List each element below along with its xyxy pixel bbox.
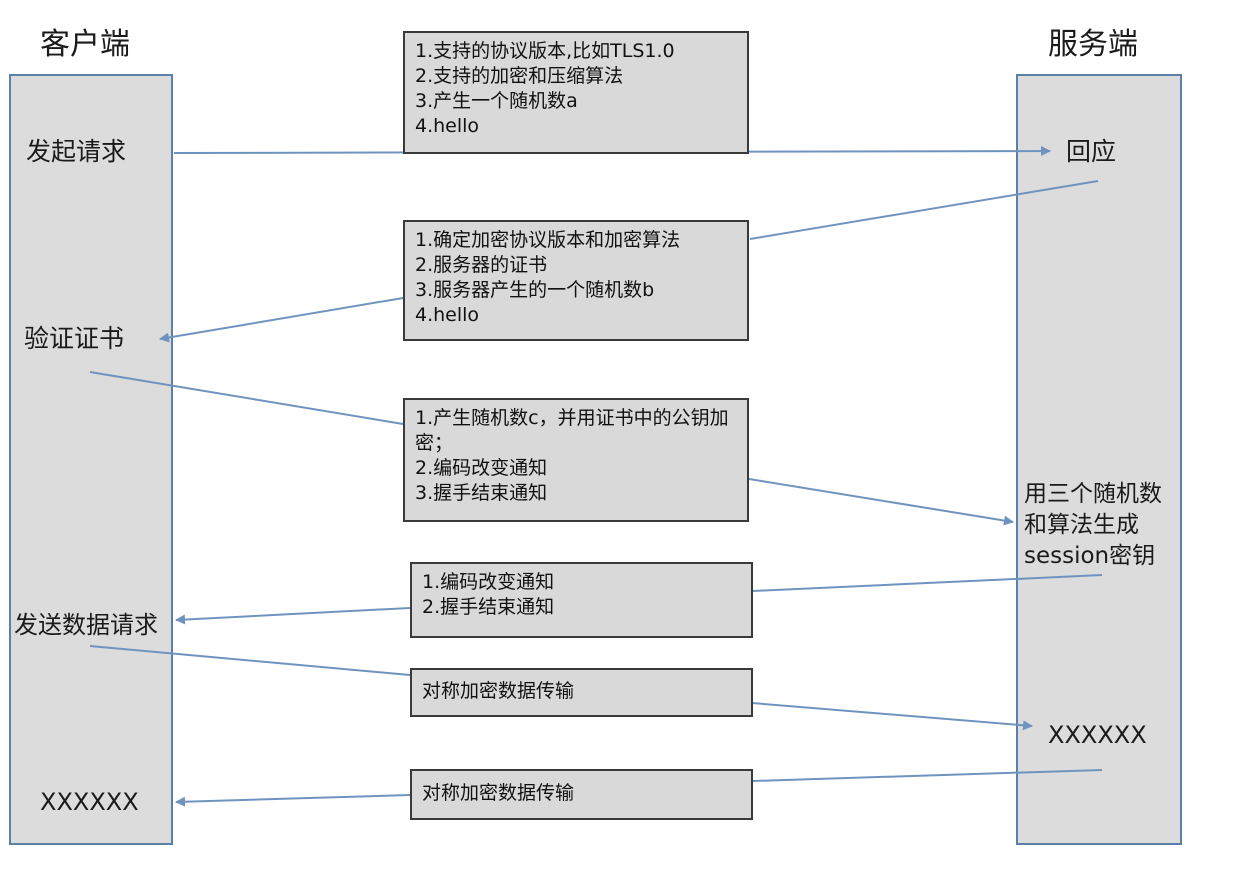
- client-label-xxx: XXXXXX: [40, 788, 139, 816]
- server-finish-box: 1.编码改变通知 2.握手结束通知: [410, 562, 753, 638]
- server-label-xxx: XXXXXX: [1048, 721, 1147, 749]
- box-line: 2.握手结束通知: [422, 596, 555, 618]
- arrow-server-hello-a: [749, 180, 1099, 240]
- client-title: 客户端: [40, 27, 130, 62]
- box-line: 2.服务器的证书: [415, 254, 548, 276]
- client-lifeline: [9, 74, 173, 845]
- box-line: 对称加密数据传输: [422, 680, 575, 702]
- box-line: 3.握手结束通知: [415, 482, 548, 504]
- client-label-initiate: 发起请求: [26, 137, 127, 166]
- box-line: 1.确定加密协议版本和加密算法: [415, 229, 681, 251]
- box-line: 4.hello: [415, 304, 480, 326]
- arrow-data-s2c-b: [175, 794, 411, 807]
- client-label-verify: 验证证书: [24, 324, 125, 353]
- arrow-client-key-b: [748, 478, 1014, 526]
- server-label-respond: 回应: [1066, 137, 1117, 166]
- server-label-gen-key: 用三个随机数 和算法生成 session密钥: [1024, 479, 1162, 572]
- server-title: 服务端: [1048, 27, 1138, 62]
- client-label-send-data: 发送数据请求: [14, 611, 158, 639]
- arrow-server-finish-a: [752, 574, 1103, 592]
- arrow-server-finish-b: [175, 607, 411, 625]
- box-line: 4.hello: [415, 115, 480, 137]
- box-line: 3.服务器产生的一个随机数b: [415, 279, 655, 301]
- arrow-data-c2s-a: [89, 645, 411, 676]
- box-line: 1.编码改变通知: [422, 571, 555, 593]
- box-line: 2.编码改变通知: [415, 457, 548, 479]
- server-label-gen-key-line: 和算法生成: [1024, 512, 1139, 538]
- data-transfer-c2s-box: 对称加密数据传输: [410, 668, 753, 717]
- client-key-exchange-box: 1.产生随机数c，并用证书中的公钥加密； 2.编码改变通知 3.握手结束通知: [403, 398, 749, 522]
- server-label-gen-key-line: 用三个随机数: [1024, 481, 1162, 507]
- arrow-server-hello-b: [159, 297, 404, 343]
- box-line: 1.产生随机数c，并用证书中的公钥加密；: [415, 407, 729, 454]
- box-line: 2.支持的加密和压缩算法: [415, 65, 624, 87]
- client-hello-box: 1.支持的协议版本,比如TLS1.0 2.支持的加密和压缩算法 3.产生一个随机…: [403, 31, 749, 154]
- arrow-client-key-a: [89, 371, 404, 425]
- box-line: 3.产生一个随机数a: [415, 90, 578, 112]
- arrow-data-s2c-a: [752, 769, 1103, 782]
- box-line: 对称加密数据传输: [422, 782, 575, 804]
- server-label-gen-key-line: session密钥: [1024, 543, 1156, 569]
- box-line: 1.支持的协议版本,比如TLS1.0: [415, 40, 675, 62]
- arrow-data-c2s-b: [751, 702, 1033, 731]
- server-hello-box: 1.确定加密协议版本和加密算法 2.服务器的证书 3.服务器产生的一个随机数b …: [403, 220, 749, 341]
- server-lifeline: [1016, 74, 1182, 845]
- data-transfer-s2c-box: 对称加密数据传输: [410, 769, 753, 820]
